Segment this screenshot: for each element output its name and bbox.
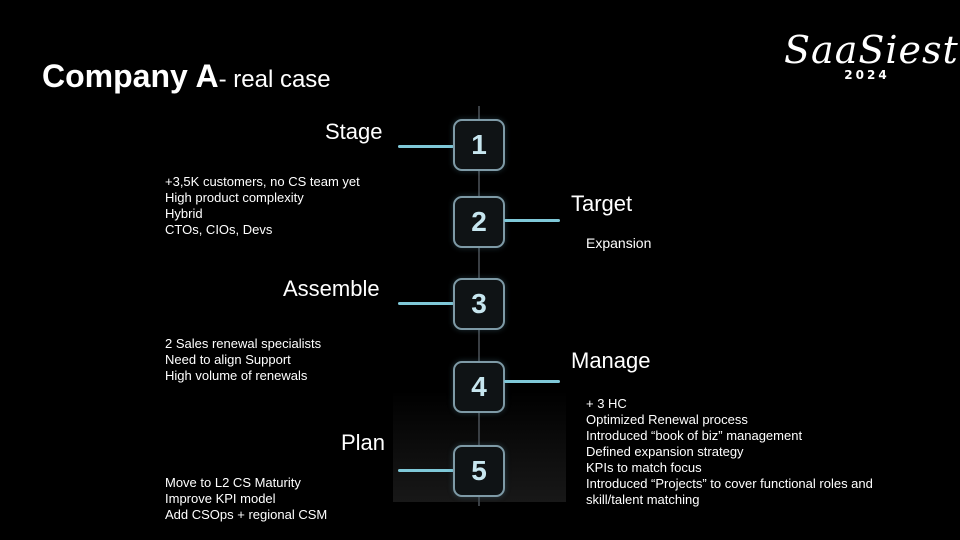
note-line: Add CSOps + regional CSM [165,507,328,522]
logo-year: 2024 [844,68,890,82]
note-line: High product complexity [165,190,304,205]
connector-step-1 [398,145,454,148]
note-line: Defined expansion strategy [586,444,744,459]
saasiest-logo: SaaSiest 2024 [784,28,959,82]
step-label-plan: Plan [341,430,386,455]
note-line: Expansion [586,235,652,251]
step-notes-stage: +3,5K customers, no CS team yet High pro… [165,174,360,238]
step-label-assemble: Assemble [283,276,380,301]
note-line: CTOs, CIOs, Devs [165,222,273,237]
note-line: KPIs to match focus [586,460,702,475]
slide-title: Company A- real case [42,58,331,95]
note-line: Introduced “book of biz” management [586,428,803,443]
connector-step-5 [398,469,454,472]
note-line: 2 Sales renewal specialists [165,336,322,351]
step-notes-target: Expansion [586,235,651,251]
step-box-3: 3 [453,278,505,330]
note-line: Move to L2 CS Maturity [165,475,301,490]
step-notes-manage: + 3 HC Optimized Renewal process Introdu… [586,396,873,508]
note-line: +3,5K customers, no CS team yet [165,174,360,189]
step-label-target: Target [571,191,633,216]
connector-step-3 [398,302,454,305]
note-line: Improve KPI model [165,491,276,506]
note-line: Hybrid [165,206,203,221]
connector-step-4 [504,380,560,383]
step-box-2: 2 [453,196,505,248]
step-notes-assemble: 2 Sales renewal specialists Need to alig… [165,336,321,384]
note-line: skill/talent matching [586,492,700,507]
step-box-1: 1 [453,119,505,171]
step-box-5: 5 [453,445,505,497]
step-box-4: 4 [453,361,505,413]
step-notes-plan: Move to L2 CS Maturity Improve KPI model… [165,475,327,523]
slide-title-light: - real case [218,66,331,93]
note-line: Introduced “Projects” to cover functiona… [586,476,873,491]
step-label-stage: Stage [325,119,383,144]
slide-title-bold: Company A [42,58,219,94]
note-line: + 3 HC [586,396,627,411]
step-label-manage: Manage [571,348,651,373]
note-line: High volume of renewals [165,368,308,383]
connector-step-2 [504,219,560,222]
note-line: Need to align Support [165,352,291,367]
note-line: Optimized Renewal process [586,412,748,427]
logo-brand: SaaSiest [784,28,959,72]
